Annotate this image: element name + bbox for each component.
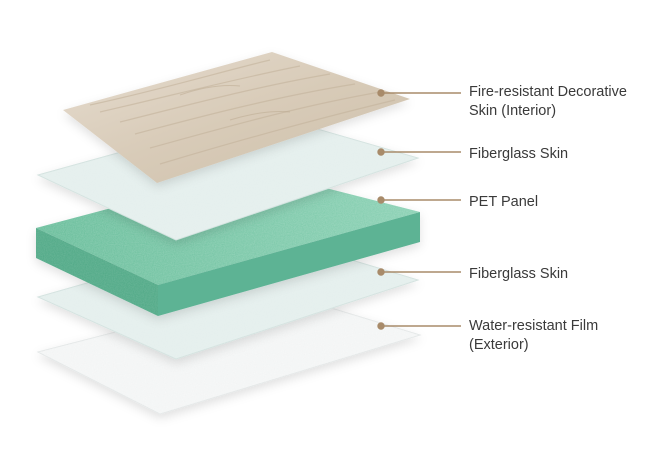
label-fire-line-1: Fire-resistant Decorative [469,84,627,100]
label-fiber-top: Fiberglass Skin [469,145,568,164]
label-fire-line-2: Skin (Interior) [469,103,557,119]
label-pet: PET Panel [469,193,538,212]
label-fiber-bottom: Fiberglass Skin [469,265,568,284]
label-water-line-1: Water-resistant Film [469,318,599,334]
label-pet-line-1: PET Panel [469,194,539,210]
label-water-line-2: (Exterior) [469,337,529,353]
fire-resistant-decorative-skin-layer [63,52,410,183]
label-water: Water-resistant Film (Exterior) [469,317,598,355]
label-fiber-top-line-1: Fiberglass Skin [469,146,569,162]
pet-panel-layer [36,170,420,316]
label-fiber-bottom-line-1: Fiberglass Skin [469,266,569,282]
